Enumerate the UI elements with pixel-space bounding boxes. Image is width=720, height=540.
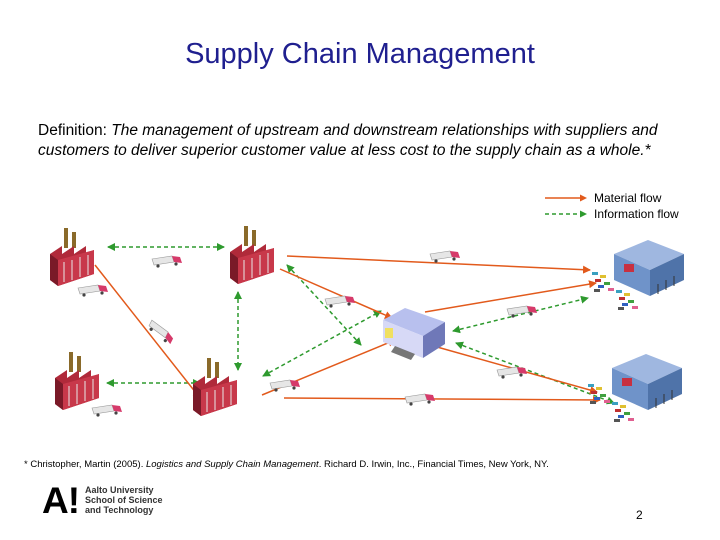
definition-body: The management of upstream and downstrea… <box>38 122 658 159</box>
slide-title: Supply Chain Management <box>185 38 535 70</box>
warehouse-icon <box>383 308 445 360</box>
supplier-factory-icon <box>229 225 275 285</box>
info-flow-store-link <box>452 295 589 334</box>
truck-icon <box>145 317 176 348</box>
legend: Material flow Information flow <box>544 190 679 222</box>
legend-information-flow-label: Information flow <box>594 207 679 221</box>
footnote-publisher: . Richard D. Irwin, Inc., Financial Time… <box>318 459 549 470</box>
truck-icon <box>151 255 183 269</box>
material-flow-lines <box>94 255 601 404</box>
logo-line-school: School of Science <box>85 495 163 505</box>
aalto-logo: A! Aalto University School of Science an… <box>42 480 163 521</box>
information-flow-arrow-icon <box>545 210 587 218</box>
truck-icon <box>496 366 528 380</box>
supplier-factory-icon <box>54 351 100 411</box>
footnote-author: * Christopher, Martin (2005). <box>24 459 146 470</box>
retail-store-icon <box>613 239 685 297</box>
material-flow-line <box>286 255 591 274</box>
logo-line-university: Aalto University <box>85 485 154 495</box>
parked-cars-icon <box>588 384 610 404</box>
page-number: 2 <box>636 508 643 522</box>
truck-icon <box>429 250 461 264</box>
retail-store-icon <box>611 353 683 411</box>
truck-icon <box>404 393 436 407</box>
truck-icon <box>324 295 356 309</box>
parked-cars-icon <box>612 402 634 422</box>
material-flow-line <box>279 268 393 319</box>
legend-information-flow: Information flow <box>544 206 679 222</box>
material-flow-line <box>424 280 597 313</box>
parked-cars-icon <box>616 290 638 310</box>
material-flow-line <box>283 395 601 404</box>
definition-text: Definition: The management of upstream a… <box>38 121 678 161</box>
truck-icon <box>506 305 538 319</box>
aalto-logo-mark: A! <box>42 480 80 521</box>
truck-icon <box>269 379 301 393</box>
parked-cars-icon <box>592 272 614 292</box>
legend-material-flow: Material flow <box>544 190 679 206</box>
supplier-factory-icon <box>49 227 95 287</box>
truck-icon <box>77 284 109 298</box>
logo-line-technology: and Technology <box>85 505 154 515</box>
info-flow-store-link <box>455 341 615 405</box>
aalto-logo-text: Aalto University School of Science and T… <box>85 485 163 515</box>
material-flow-line <box>94 264 201 399</box>
information-flow-lines <box>106 243 615 405</box>
legend-material-flow-label: Material flow <box>594 191 662 205</box>
supplier-factory-icon <box>192 357 238 417</box>
truck-icon <box>91 404 123 418</box>
footnote-book-title: Logistics and Supply Chain Management <box>145 459 319 470</box>
info-flow-warehouse-link <box>262 310 382 377</box>
footnote-citation: * Christopher, Martin (2005). Logistics … <box>24 459 549 470</box>
definition-label: Definition: <box>38 122 107 139</box>
material-flow-arrow-icon <box>545 194 587 202</box>
